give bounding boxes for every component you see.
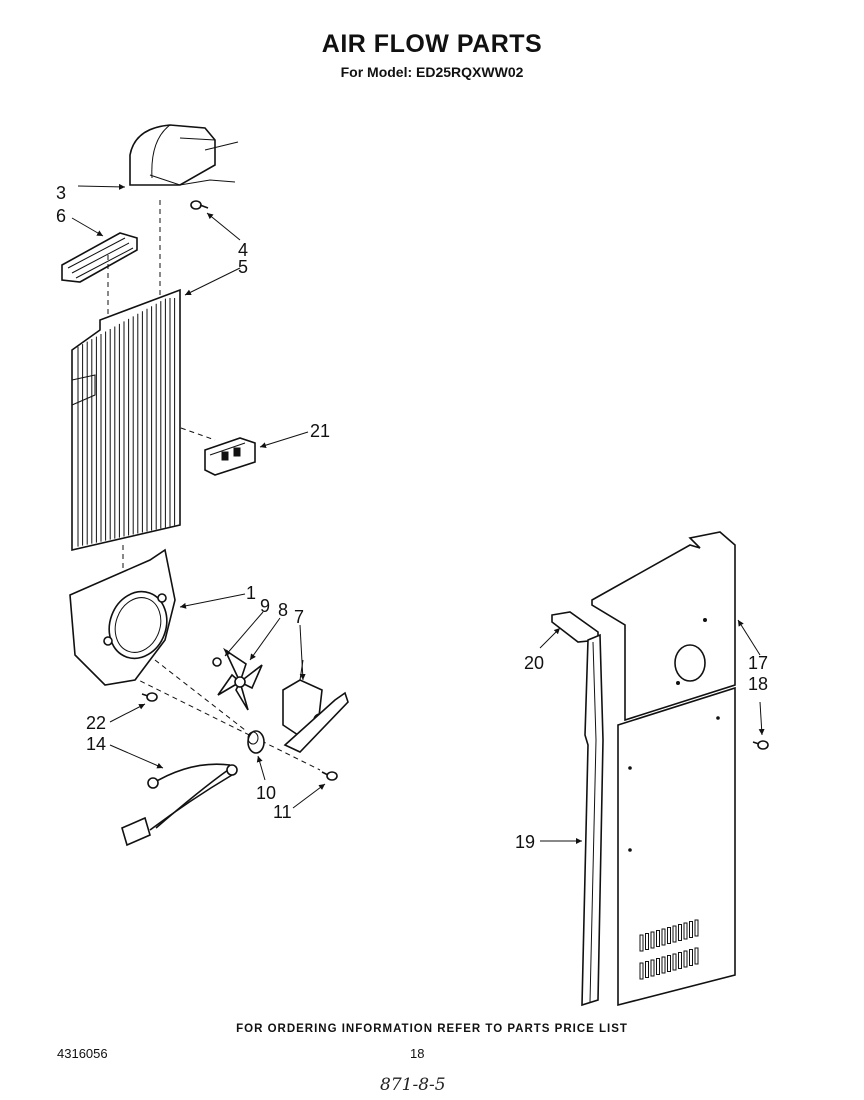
vent-slot	[661, 956, 666, 974]
vent-slot	[694, 947, 699, 965]
panel-lower-section	[617, 686, 736, 1007]
handwritten-note: 871-8-5	[380, 1075, 446, 1095]
callout-11: 11	[273, 802, 292, 822]
vent-slot	[645, 961, 649, 978]
vent-slot	[694, 919, 699, 937]
part-7-fan-motor	[282, 659, 349, 753]
vent-slot	[650, 931, 655, 949]
part-17-air-duct-panel	[591, 531, 736, 722]
vent-slot	[667, 955, 671, 972]
vent-slot	[645, 933, 649, 950]
vent-slot	[650, 959, 655, 977]
callout-labels: 3 6 4 5 21 1 9 8 7 22 14 10 11 20 17 18 …	[56, 183, 768, 852]
page-title: AIR FLOW PARTS	[321, 30, 543, 58]
callout-10: 10	[256, 783, 276, 803]
part-19-channel	[581, 633, 604, 1007]
part-10-grommet	[247, 730, 265, 754]
panel-vent-slots	[639, 919, 699, 980]
callout-22: 22	[86, 713, 106, 733]
callout-5: 5	[238, 257, 248, 277]
vent-slot	[683, 950, 688, 968]
callout-8: 8	[278, 600, 288, 620]
vent-slot	[689, 949, 693, 966]
part-3-duct-cap	[129, 124, 239, 186]
part-14-wire-harness	[121, 763, 238, 847]
callout-1: 1	[246, 583, 256, 603]
callout-19: 19	[515, 832, 535, 852]
part-8-fan-blade	[217, 647, 263, 711]
vent-slot	[672, 925, 677, 943]
page-number: 18	[410, 1046, 425, 1061]
part-4-screw	[190, 200, 209, 210]
vent-slot	[656, 930, 660, 947]
part-5-evaporator-cover	[71, 288, 181, 552]
part-1-fan-shroud	[69, 548, 176, 686]
vent-slot	[678, 952, 682, 969]
part-6-grille	[61, 232, 138, 283]
vent-slot	[689, 921, 693, 938]
part-22-screw	[141, 692, 158, 702]
callout-18: 18	[748, 674, 768, 694]
vent-slot	[672, 953, 677, 971]
vent-slot	[639, 934, 644, 952]
vent-slot	[661, 928, 666, 946]
evaporator-ribs	[77, 298, 176, 547]
vent-slot	[656, 958, 660, 975]
vent-slot	[639, 962, 644, 980]
callout-14: 14	[86, 734, 106, 754]
leader-lines	[71, 183, 765, 844]
part-9-nut	[212, 657, 222, 667]
model-subtitle: For Model: ED25RQXWW02	[340, 64, 524, 80]
vent-slot	[678, 924, 682, 941]
ordering-info-note: FOR ORDERING INFORMATION REFER TO PARTS …	[236, 1023, 628, 1035]
callout-6: 6	[56, 206, 66, 226]
callout-3: 3	[56, 183, 66, 203]
part-20-seal-strip	[551, 611, 599, 643]
vent-slot	[683, 922, 688, 940]
vent-slot	[667, 927, 671, 944]
part-11-screw	[321, 771, 338, 781]
callout-21: 21	[310, 421, 330, 441]
callout-4: 4	[238, 240, 248, 260]
document-number: 4316056	[57, 1046, 108, 1061]
callout-17: 17	[748, 653, 768, 673]
part-18-screw	[752, 740, 769, 750]
part-21-damper	[204, 437, 256, 476]
callout-20: 20	[524, 653, 544, 673]
callout-9: 9	[260, 596, 270, 616]
callout-7: 7	[294, 607, 304, 627]
